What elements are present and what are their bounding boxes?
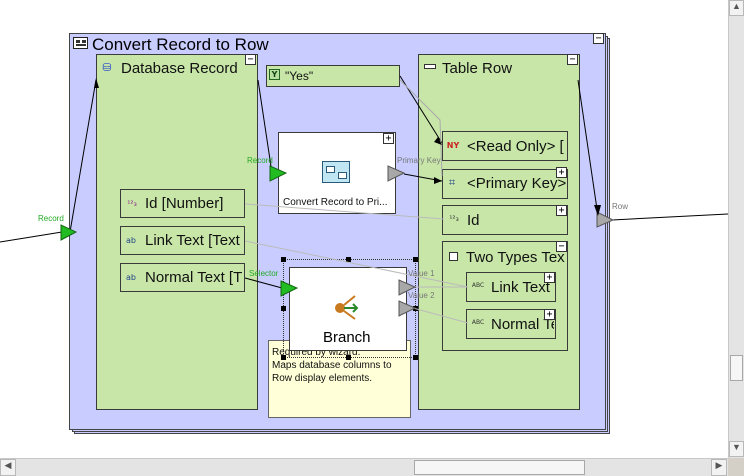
yes-constant-label: "Yes": [285, 69, 314, 83]
arrowhead: [434, 137, 442, 145]
link-text-expand[interactable]: +: [544, 272, 555, 283]
vertical-scrollbar[interactable]: ▲ ▼: [728, 0, 744, 458]
number-icon: ¹²₃: [127, 199, 137, 208]
port-record-in: [60, 224, 78, 241]
selection-handle[interactable]: [413, 355, 418, 360]
arrowhead: [594, 205, 601, 216]
read-only-icon: NY: [446, 141, 460, 150]
arrowhead: [434, 177, 442, 184]
scroll-down-button[interactable]: ▼: [729, 441, 744, 457]
branch-icon: [335, 295, 359, 320]
horizontal-scrollbar[interactable]: ◀ ▶: [0, 458, 728, 476]
field-normal-text-label: Normal Text [T: [145, 269, 243, 286]
field-id-label: Id [Number]: [145, 195, 224, 212]
container-collapse-button[interactable]: −: [593, 33, 604, 44]
wire-id-to-id: [244, 203, 445, 220]
branch-label: Branch: [323, 329, 371, 346]
wizard-note[interactable]: [268, 340, 411, 418]
wire-linktext-to-linktext: [244, 240, 469, 288]
vertical-scroll-thumb[interactable]: [730, 355, 743, 381]
port-label-value1: Value 1: [408, 269, 435, 278]
field-normal-text[interactable]: [120, 263, 245, 292]
convert-record-icon: [322, 161, 350, 183]
selection-handle[interactable]: [346, 257, 351, 262]
field-id[interactable]: [120, 189, 245, 218]
database-icon: ⛁: [102, 61, 112, 74]
convert-record-expand[interactable]: +: [383, 133, 394, 144]
text-icon: ab: [126, 273, 136, 282]
normal-text-label: Normal Te: [491, 316, 554, 333]
convert-record-label: Convert Record to Pri...: [283, 197, 388, 208]
container-icon: [73, 37, 88, 49]
horizontal-scroll-thumb[interactable]: [414, 460, 585, 475]
two-types-collapse[interactable]: −: [556, 241, 567, 252]
key-grid-icon: ⌗: [448, 176, 456, 189]
id-item[interactable]: [442, 205, 568, 235]
wire-row-output: [611, 213, 728, 221]
text-field-icon: ABC: [471, 282, 485, 289]
boolean-icon: Y: [269, 69, 280, 80]
text-icon: ab: [126, 236, 136, 245]
read-only-item[interactable]: [442, 131, 568, 161]
scrollbar-corner: [728, 458, 744, 476]
arrowhead: [94, 78, 99, 88]
selection-handle[interactable]: [346, 355, 351, 360]
id-label: Id: [467, 212, 480, 229]
container-title: Convert Record to Row: [92, 35, 269, 54]
primary-key-item[interactable]: [442, 169, 568, 199]
wire-input-record: [0, 231, 63, 243]
port-label-record-convert: Record: [247, 156, 273, 165]
database-record-title: Database Record: [121, 60, 238, 77]
field-link-text[interactable]: [120, 226, 245, 255]
wire-value2: [412, 307, 469, 324]
link-text-item[interactable]: [466, 272, 556, 302]
wire-database-to-convert: [257, 79, 273, 174]
group-icon: [449, 252, 458, 261]
selection-handle[interactable]: [281, 306, 286, 311]
wire-tablerow-to-row: [577, 79, 599, 217]
selection-handle[interactable]: [281, 257, 286, 262]
two-types-title: Two Types Tex: [466, 249, 565, 266]
normal-text-expand[interactable]: +: [544, 309, 555, 320]
table-row-title: Table Row: [442, 60, 513, 77]
database-record-collapse[interactable]: −: [245, 54, 256, 65]
port-record-convert: [269, 165, 288, 182]
selection-handle[interactable]: [413, 257, 418, 262]
primary-key-label: <Primary Key>: [467, 175, 567, 192]
flow-canvas[interactable]: Convert Record to Row − ⛁ Database Recor…: [0, 0, 728, 458]
read-only-label: <Read Only> [: [467, 138, 564, 155]
wizard-note-text: Required by wizard. Maps database column…: [272, 347, 392, 384]
selection-handle[interactable]: [281, 355, 286, 360]
port-primary-key: [387, 165, 406, 182]
id-expand[interactable]: +: [556, 205, 567, 216]
port-label-record-in: Record: [38, 214, 64, 223]
number-field-icon: ¹²₃: [449, 214, 459, 223]
link-text-label: Link Text: [491, 279, 550, 296]
row-icon: [424, 64, 436, 69]
port-row-out: [596, 211, 615, 228]
text-field-icon: ABC: [471, 319, 485, 326]
wire-normaltext-to-selector: [244, 277, 283, 289]
port-label-row-out: Row: [612, 202, 629, 211]
normal-text-item[interactable]: [466, 309, 556, 339]
port-label-selector: Selector: [249, 269, 279, 278]
port-selector: [280, 280, 299, 297]
primary-key-expand[interactable]: +: [556, 167, 567, 178]
port-label-value2: Value 2: [408, 291, 435, 300]
connection-wires: [0, 75, 728, 324]
wire-record-to-database: [69, 79, 97, 233]
scroll-up-button[interactable]: ▲: [729, 0, 744, 16]
wire-yes-to-primarykey: [399, 79, 443, 177]
scroll-left-button[interactable]: ◀: [0, 459, 16, 476]
port-value2: [398, 300, 417, 317]
port-value1: [398, 279, 417, 296]
port-label-primary-key: Primary Key: [397, 156, 441, 165]
table-row-collapse[interactable]: −: [567, 54, 578, 65]
scroll-right-button[interactable]: ▶: [711, 459, 727, 476]
field-link-text-label: Link Text [Text: [145, 232, 240, 249]
yes-constant-node[interactable]: [266, 65, 400, 87]
